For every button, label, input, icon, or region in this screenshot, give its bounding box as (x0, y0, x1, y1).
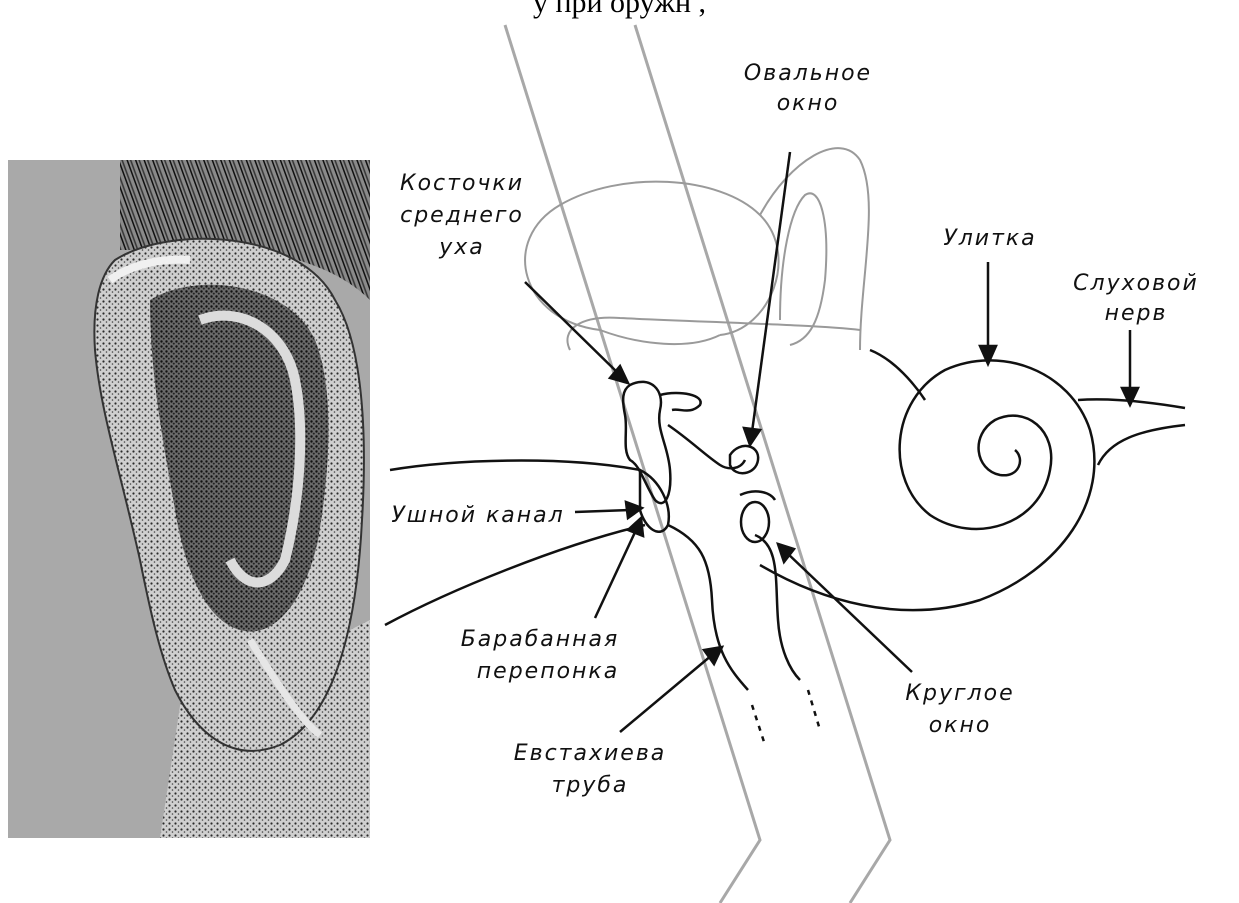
cochlea (760, 350, 1094, 610)
label-auditory-nerve-line2: нерв (1105, 301, 1168, 326)
ear-canal (385, 461, 645, 625)
label-eustachian-line2: труба (552, 773, 629, 798)
label-round-window-line1: Круглое (905, 681, 1014, 706)
ossicles-arrow (525, 282, 620, 375)
oval-window-arrowhead (744, 428, 760, 445)
label-cochlea: Улитка (943, 226, 1036, 251)
round-window-arrowhead (778, 544, 794, 562)
label-ossicles-line1: Косточки (400, 171, 524, 196)
label-oval-window-line1: Овальное (744, 61, 872, 86)
round-window (740, 491, 775, 542)
label-eardrum-line2: перепонка (477, 659, 619, 684)
label-round-window-line2: окно (929, 713, 992, 738)
label-ossicles-line2: среднего (400, 203, 524, 228)
round-window-arrow (786, 552, 912, 672)
eustachian-arrow (620, 655, 712, 732)
diagram-labels: Овальное окно Косточки среднего уха Улит… (391, 61, 1199, 798)
label-ear-canal: Ушной канал (391, 503, 564, 528)
label-eustachian-line1: Евстахиева (514, 741, 667, 766)
ear-canal-arrow (575, 510, 630, 512)
eardrum-arrowhead (628, 518, 643, 536)
semicircular-canals (525, 148, 869, 350)
eustachian-arrowhead (704, 647, 722, 664)
ossicles (623, 382, 758, 503)
label-ossicles-line3: уха (438, 235, 485, 260)
oval-window-arrow (752, 152, 790, 432)
section-guide-lines (505, 25, 890, 903)
eardrum-arrow (595, 530, 636, 618)
label-oval-window-line2: окно (777, 91, 840, 116)
label-eardrum-line1: Барабанная (461, 627, 620, 652)
label-auditory-nerve-line1: Слуховой (1073, 271, 1199, 296)
eustachian-tube (668, 525, 820, 745)
outer-ear-illustration (8, 160, 370, 838)
